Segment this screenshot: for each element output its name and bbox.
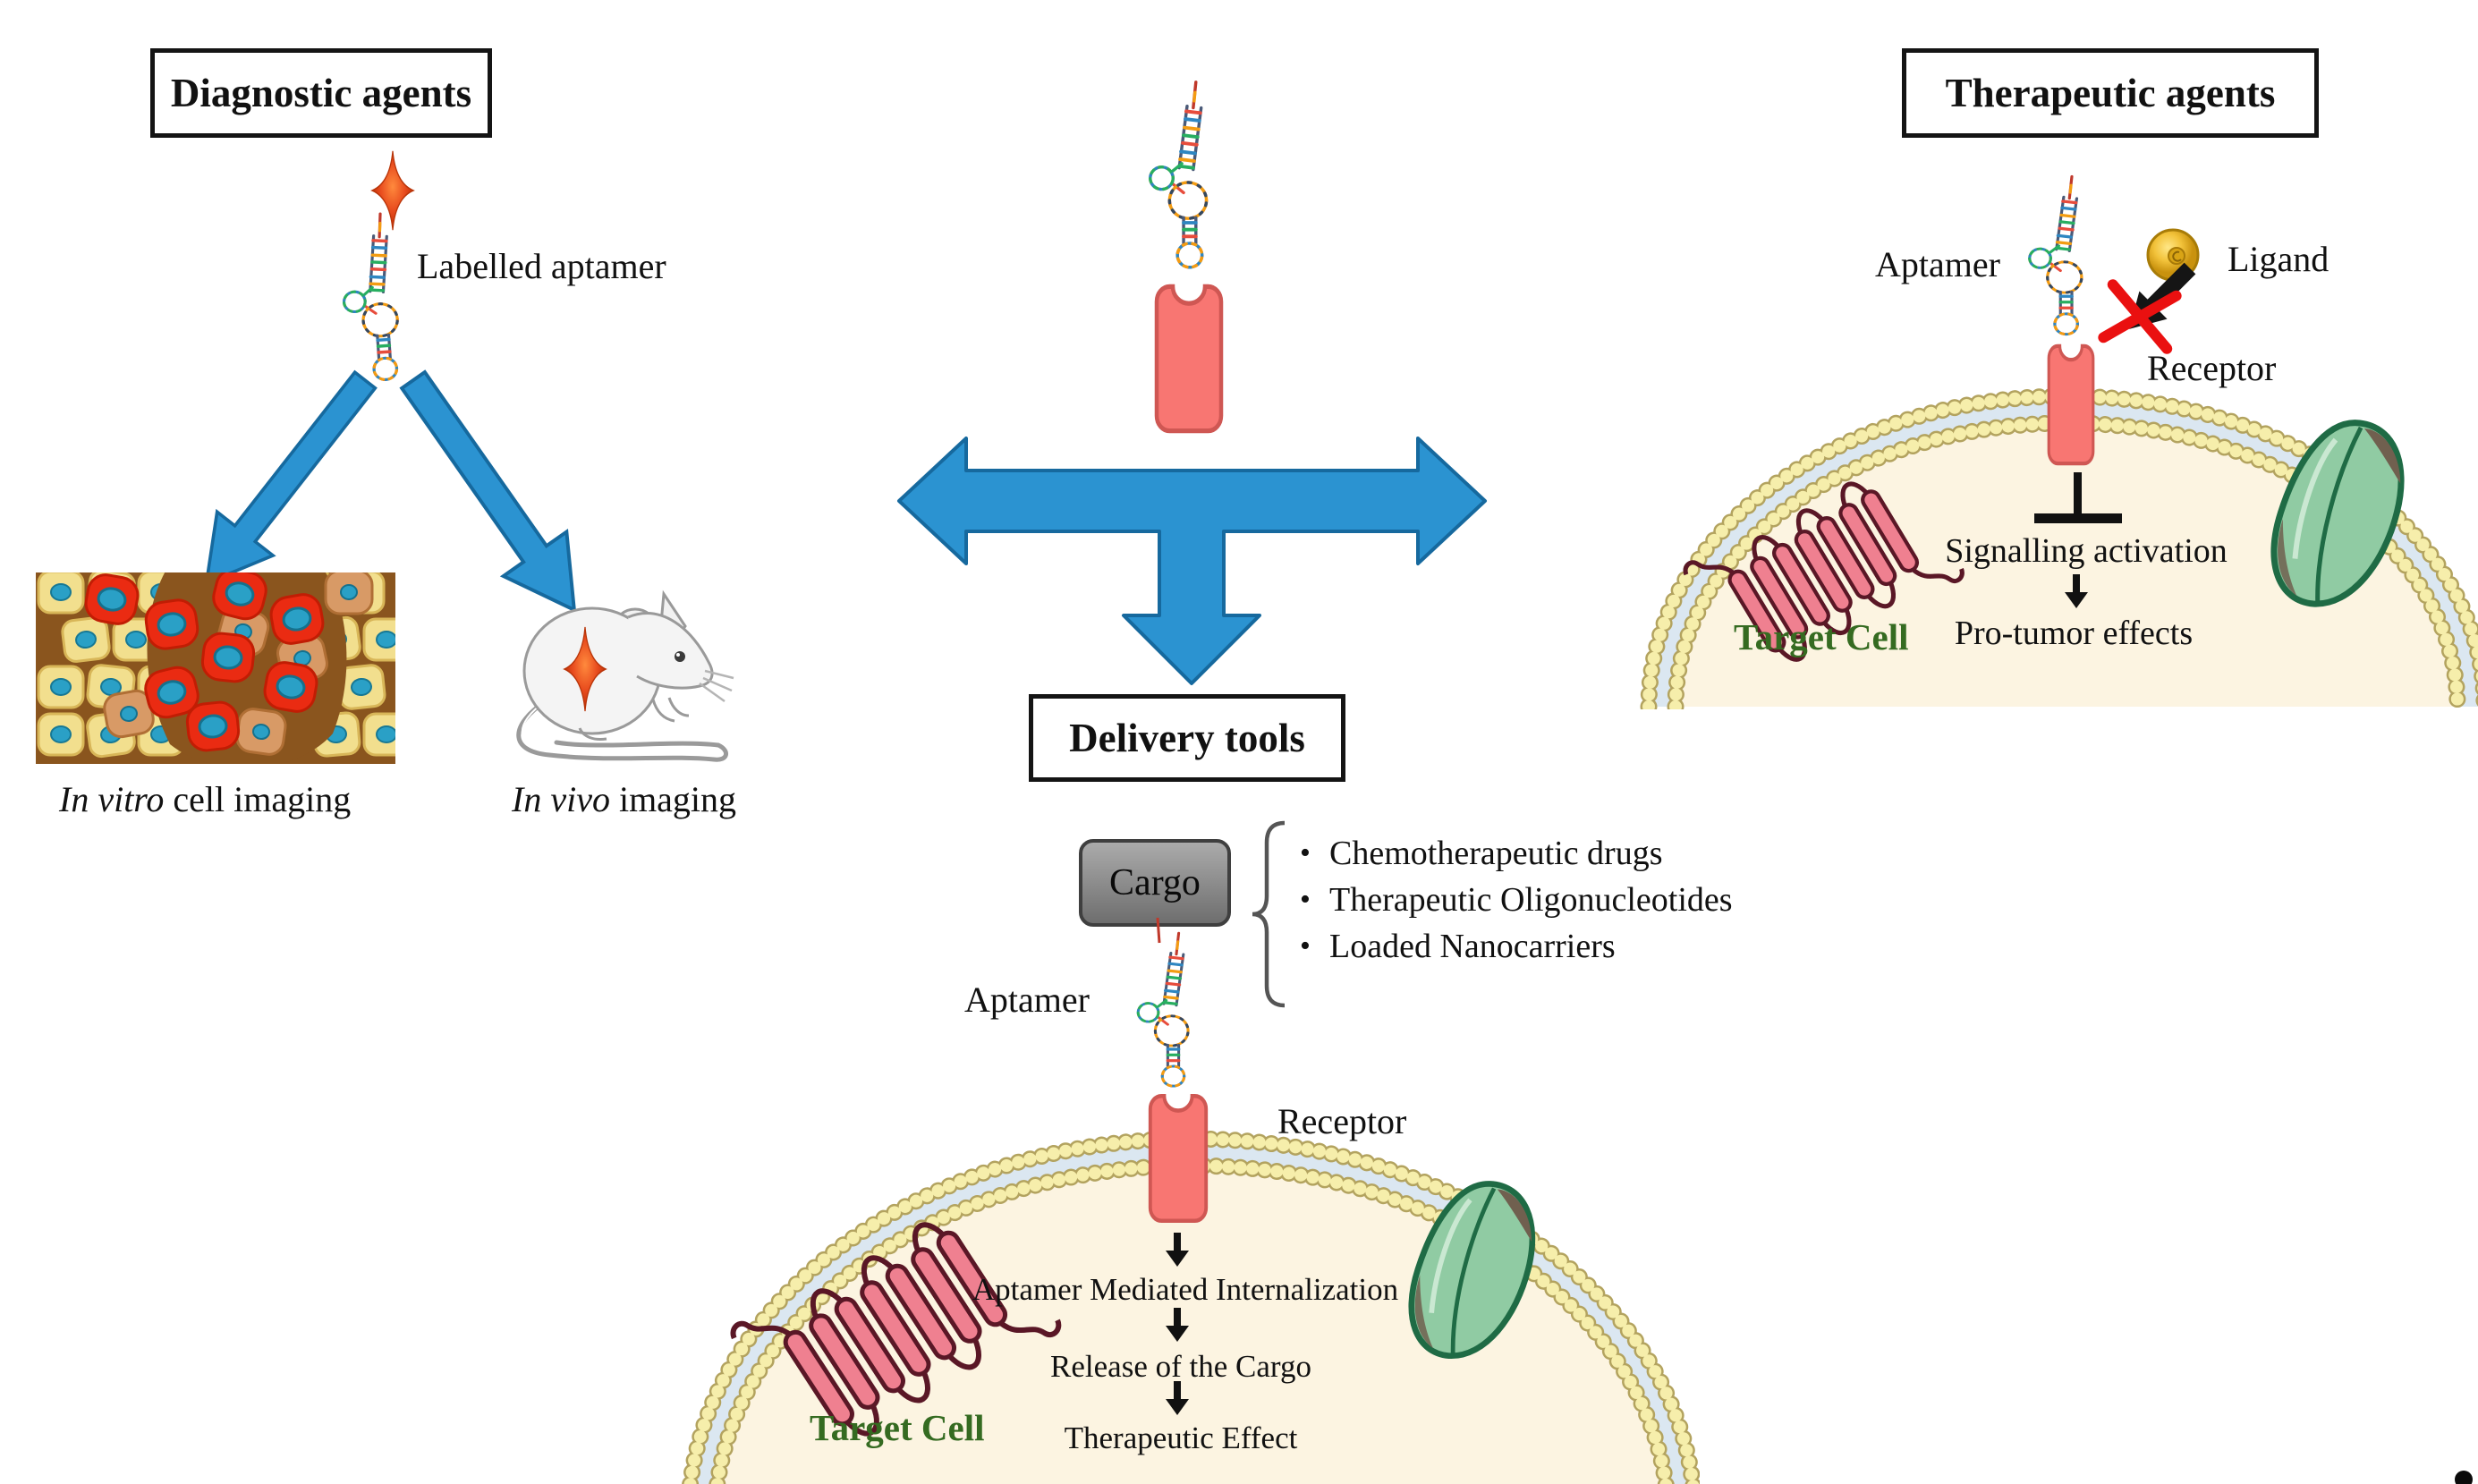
in-vitro-caption: In vitro cell imaging: [59, 778, 351, 820]
ligand-label: Ligand: [2228, 239, 2329, 279]
release-step-text: Release of the Cargo: [1050, 1349, 1311, 1384]
inhibition-bar-icon: [2034, 472, 2122, 523]
down-arrow-icon: [1166, 1233, 1189, 1267]
list-item: • Loaded Nanocarriers: [1281, 923, 1733, 970]
delivery-aptamer-icon: [1136, 931, 1190, 1088]
internalization-step-text: Aptamer Mediated Internalization: [972, 1272, 1399, 1307]
list-item: • Chemotherapeutic drugs: [1281, 830, 1733, 877]
diagnostic-agents-title: Diagnostic agents: [170, 71, 472, 115]
down-arrow-icon: [1166, 1308, 1189, 1342]
therapeutic-receptor-label: Receptor: [2147, 348, 2277, 388]
delivery-tools-title-box: Delivery tools: [1029, 694, 1345, 782]
page-artifact-dot: [2455, 1471, 2473, 1484]
diagnostic-agents-title-box: Diagnostic agents: [150, 48, 492, 138]
invitro-micrograph-image: [36, 572, 395, 764]
cargo-linker-icon: [1156, 917, 1161, 944]
delivery-aptamer-label: Aptamer: [964, 979, 1090, 1020]
cargo-items-list: • Chemotherapeutic drugs • Therapeutic O…: [1281, 830, 1733, 970]
central-aptamer-icon: [1148, 80, 1209, 269]
therapeutic-target-cell-label: Target Cell: [1734, 616, 1909, 657]
pro-tumor-effects-text: Pro-tumor effects: [1954, 615, 2194, 652]
bullet-icon: •: [1300, 929, 1311, 962]
bullet-icon: •: [1300, 836, 1311, 869]
bullet-icon: •: [1300, 883, 1311, 916]
delivery-target-cell-drawing: [682, 1130, 1700, 1484]
cargo-box: Cargo: [1079, 839, 1231, 927]
delivery-receptor-label: Receptor: [1277, 1101, 1407, 1141]
list-item: • Therapeutic Oligonucleotides: [1281, 877, 1733, 923]
therapeutic-aptamer-label: Aptamer: [1875, 244, 2000, 284]
central-receptor-icon: [1149, 279, 1229, 438]
down-arrow-icon: [1166, 1381, 1189, 1415]
blocked-binding-icon: [2098, 262, 2196, 354]
in-vitro-rest: cell imaging: [164, 779, 352, 819]
mouse-illustration: [516, 589, 734, 762]
delivery-target-cell-label: Target Cell: [810, 1407, 985, 1448]
down-arrow-icon: [2065, 574, 2088, 608]
in-vivo-italic: In vivo: [512, 779, 610, 819]
therapeutic-effect-step-text: Therapeutic Effect: [1064, 1420, 1298, 1455]
arrow-to-invitro-icon: [176, 356, 395, 607]
in-vivo-caption: In vivo imaging: [512, 778, 736, 820]
delivery-receptor-icon: [1143, 1090, 1213, 1227]
delivery-tools-title: Delivery tools: [1069, 716, 1305, 760]
signalling-activation-text: Signalling activation: [1945, 532, 2228, 570]
therapeutic-agents-title: Therapeutic agents: [1945, 71, 2276, 115]
labelled-aptamer-label: Labelled aptamer: [417, 246, 666, 286]
in-vitro-italic: In vitro: [59, 779, 165, 819]
cargo-brace-icon: [1252, 820, 1286, 1008]
three-way-arrow-icon: [897, 437, 1487, 685]
therapeutic-agents-title-box: Therapeutic agents: [1902, 48, 2319, 138]
in-vivo-rest: imaging: [609, 779, 737, 819]
cargo-label: Cargo: [1109, 862, 1201, 903]
